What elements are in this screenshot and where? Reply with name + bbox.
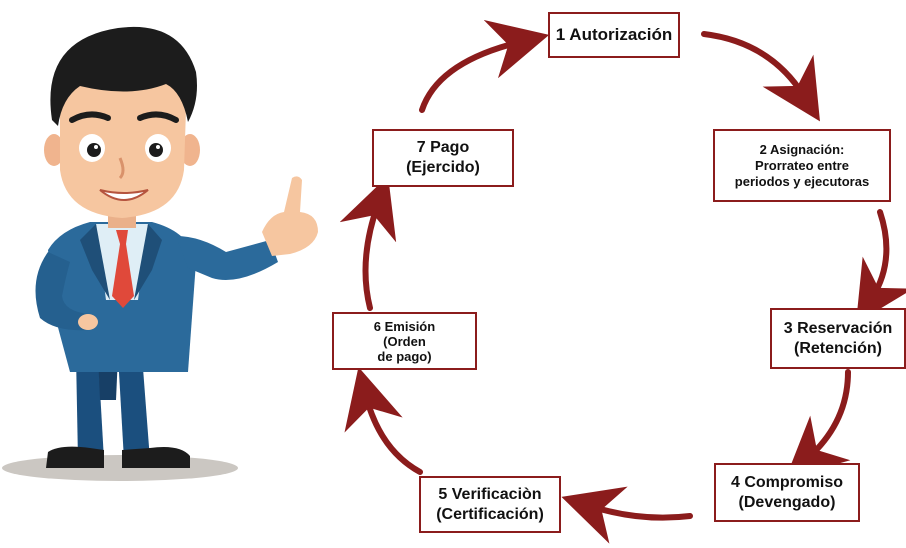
step-label-6: 6 Emisión (Orden de pago) xyxy=(373,318,436,364)
curved-arrow-icon xyxy=(344,366,423,475)
step-box-2: 2 Asignación: Prorrateo entre periodos y… xyxy=(713,129,891,202)
cycle-arrows xyxy=(339,19,906,544)
curved-arrow-icon xyxy=(701,31,820,122)
curved-arrow-icon xyxy=(785,369,851,479)
step-label-7: 7 Pago (Ejercido) xyxy=(406,139,480,176)
step-label-4: 4 Compromiso (Devengado) xyxy=(730,473,843,511)
step-box-1: 1 Autorización xyxy=(548,12,680,58)
floor-shadow xyxy=(2,455,238,481)
step-label-5: 5 Verificaciòn (Certificación) xyxy=(436,485,544,523)
curved-arrow-icon xyxy=(339,175,397,311)
step-box-6: 6 Emisión (Orden de pago) xyxy=(332,312,477,370)
curved-arrow-icon xyxy=(561,486,693,544)
step-box-7: 7 Pago (Ejercido) xyxy=(372,129,514,187)
businessman-pointing-icon xyxy=(2,26,318,481)
step-box-5: 5 Verificaciòn (Certificación) xyxy=(419,476,561,533)
curved-arrow-icon xyxy=(419,19,550,113)
step-box-3: 3 Reservación (Retención) xyxy=(770,308,906,369)
step-label-3: 3 Reservación (Retención) xyxy=(783,319,893,357)
step-label-1: 1 Autorización xyxy=(555,25,673,44)
step-label-2: 2 Asignación: Prorrateo entre periodos y… xyxy=(734,141,870,189)
step-box-4: 4 Compromiso (Devengado) xyxy=(714,463,860,522)
curved-arrow-icon xyxy=(855,209,906,324)
